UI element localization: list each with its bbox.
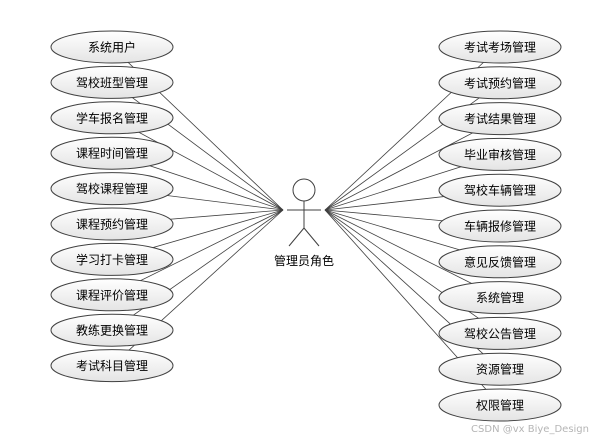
use-case-left-2: 学车报名管理	[50, 101, 174, 135]
use-case-label: 学车报名管理	[76, 110, 148, 125]
use-case-label: 课程预约管理	[76, 217, 148, 232]
association-line	[111, 209, 284, 331]
use-case-label: 教练更换管理	[76, 323, 148, 338]
use-case-right-0: 考试考场管理	[438, 30, 562, 64]
use-case-right-8: 驾校公告管理	[438, 316, 562, 350]
actor-right-leg	[303, 227, 320, 247]
use-case-left-1: 驾校班型管理	[50, 65, 174, 99]
association-line	[324, 209, 501, 334]
use-case-label: 学习打卡管理	[76, 252, 148, 267]
use-case-label: 课程评价管理	[76, 287, 148, 302]
use-case-right-4: 驾校车辆管理	[438, 173, 562, 207]
watermark: CSDN @vx Biye_Design	[471, 424, 589, 435]
use-case-label: 车辆报修管理	[464, 219, 536, 234]
use-case-left-4: 驾校课程管理	[50, 172, 174, 206]
use-case-ellipse	[50, 313, 174, 347]
use-case-label: 考试考场管理	[464, 40, 536, 55]
use-case-ellipse	[438, 316, 562, 350]
association-line	[111, 117, 284, 211]
use-case-ellipse	[438, 352, 562, 386]
actor-label: 管理员角色	[274, 253, 334, 268]
use-case-right-10: 权限管理	[438, 388, 562, 422]
actor-left-leg	[288, 227, 305, 247]
use-case-label: 系统管理	[476, 290, 524, 305]
use-case-label: 驾校班型管理	[76, 75, 148, 90]
use-case-ellipse	[438, 102, 562, 136]
actor-figure: 管理员角色	[274, 178, 334, 268]
use-case-left-7: 课程评价管理	[50, 278, 174, 312]
use-case-label: 考试结果管理	[464, 111, 536, 126]
use-case-ellipse	[50, 30, 174, 64]
use-case-right-9: 资源管理	[438, 352, 562, 386]
use-case-ellipse	[50, 278, 174, 312]
use-case-ellipse	[50, 207, 174, 241]
use-case-ellipse	[438, 30, 562, 64]
use-case-right-2: 考试结果管理	[438, 102, 562, 136]
use-case-right-5: 车辆报修管理	[438, 209, 562, 243]
use-case-label: 驾校课程管理	[76, 181, 148, 196]
use-cases: 系统用户驾校班型管理学车报名管理课程时间管理驾校课程管理课程预约管理学习打卡管理…	[50, 30, 562, 422]
use-case-ellipse	[438, 173, 562, 207]
use-case-left-6: 学习打卡管理	[50, 242, 174, 276]
use-case-label: 考试科目管理	[76, 358, 148, 373]
use-case-label: 驾校车辆管理	[464, 183, 536, 198]
use-case-ellipse	[438, 388, 562, 422]
use-case-left-5: 课程预约管理	[50, 207, 174, 241]
use-case-ellipse	[50, 242, 174, 276]
use-case-right-6: 意见反馈管理	[438, 245, 562, 279]
use-case-label: 权限管理	[476, 398, 524, 413]
use-case-label: 资源管理	[476, 362, 524, 377]
use-case-ellipse	[50, 136, 174, 170]
association-line	[324, 118, 501, 211]
use-case-left-3: 课程时间管理	[50, 136, 174, 170]
use-case-ellipse	[438, 66, 562, 100]
use-case-left-0: 系统用户	[50, 30, 174, 64]
use-case-ellipse	[438, 209, 562, 243]
use-case-label: 课程时间管理	[76, 146, 148, 161]
actor-head	[292, 178, 316, 202]
use-case-ellipse	[50, 101, 174, 135]
use-case-right-7: 系统管理	[438, 281, 562, 315]
use-case-label: 毕业审核管理	[464, 147, 536, 162]
use-case-ellipse	[50, 172, 174, 206]
use-case-ellipse	[438, 245, 562, 279]
use-case-label: 意见反馈管理	[464, 254, 536, 269]
use-case-ellipse	[438, 281, 562, 315]
use-case-label: 驾校公告管理	[464, 326, 536, 341]
use-case-label: 系统用户	[88, 40, 136, 55]
use-case-ellipse	[50, 349, 174, 383]
use-case-left-9: 考试科目管理	[50, 349, 174, 383]
use-case-right-1: 考试预约管理	[438, 66, 562, 100]
use-case-ellipse	[50, 65, 174, 99]
use-case-right-3: 毕业审核管理	[438, 137, 562, 171]
use-case-left-8: 教练更换管理	[50, 313, 174, 347]
use-case-ellipse	[438, 137, 562, 171]
use-case-label: 考试预约管理	[464, 75, 536, 90]
